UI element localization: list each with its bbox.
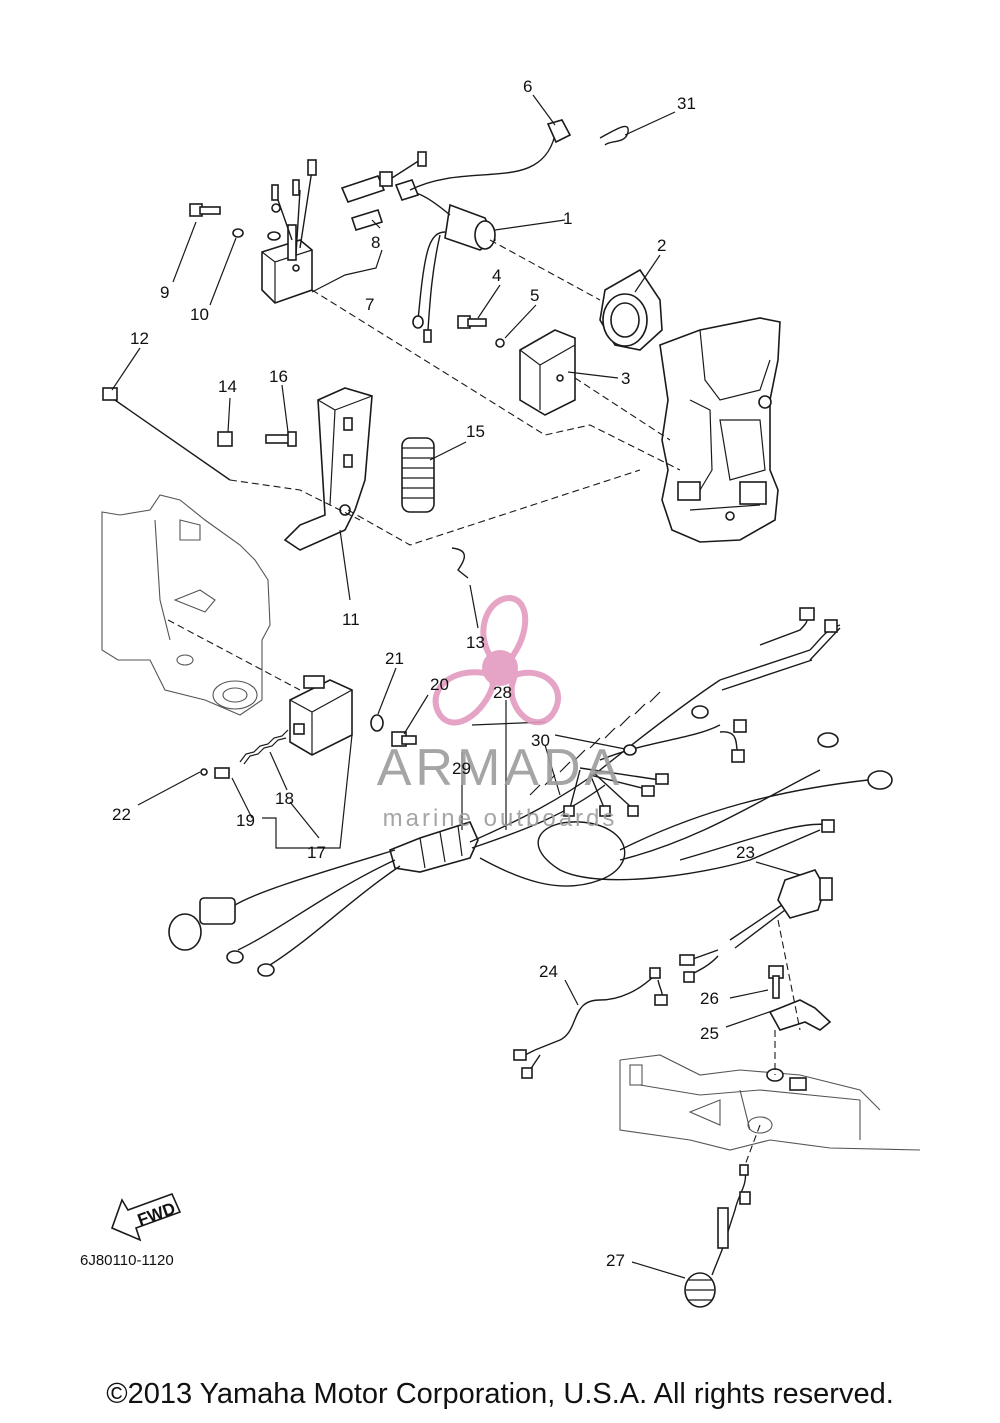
callout-3: 3 [621, 369, 630, 388]
drawing-code: 6J80110-1120 [80, 1252, 174, 1269]
callout-20: 20 [430, 675, 449, 694]
callout-17: 17 [307, 843, 326, 862]
main-wire-harness [168, 607, 893, 977]
propeller-logo [432, 594, 561, 726]
plate-bracket [519, 329, 576, 416]
callout-6: 6 [523, 77, 532, 96]
callout-1: 1 [563, 209, 572, 228]
fwd-label: FWD [135, 1199, 178, 1230]
assembly-lines [167, 239, 801, 1166]
switch-part [684, 1164, 751, 1308]
mounting-bracket [102, 387, 469, 579]
watermark-name: ARMADA [377, 739, 623, 797]
callout-23: 23 [736, 843, 755, 862]
callout-9: 9 [160, 283, 169, 302]
callout-19: 19 [236, 811, 255, 830]
callout-21: 21 [385, 649, 404, 668]
collar-part [599, 268, 663, 351]
callout-25: 25 [700, 1024, 719, 1043]
leader-lines [111, 94, 801, 1279]
watermark-tagline: marine outboards [383, 805, 618, 832]
callout-18: 18 [275, 789, 294, 808]
callout-labels: 1 2 3 4 5 6 7 8 9 10 11 12 13 14 15 16 1… [112, 77, 755, 1270]
bolt-and-washer-2 [457, 315, 505, 348]
solenoid-assembly [200, 675, 417, 779]
callout-24: 24 [539, 962, 558, 981]
callout-10: 10 [190, 305, 209, 324]
lower-bracket-outline [619, 1054, 921, 1151]
callout-11: 11 [342, 610, 360, 629]
forward-arrow: FWD [110, 1192, 182, 1242]
bolt-and-washer [189, 203, 244, 238]
callout-13: 13 [466, 633, 485, 652]
callout-2: 2 [657, 236, 666, 255]
callout-31: 31 [677, 94, 696, 113]
callout-30: 30 [531, 731, 550, 750]
callout-28: 28 [493, 683, 512, 702]
small-clip [599, 125, 629, 146]
sensor-assembly [513, 869, 833, 1079]
callout-5: 5 [530, 286, 539, 305]
callout-29: 29 [452, 759, 471, 778]
ignition-coil [394, 119, 572, 343]
callout-22: 22 [112, 805, 131, 824]
callout-26: 26 [700, 989, 719, 1008]
cdi-unit [261, 151, 427, 304]
callout-14: 14 [218, 377, 237, 396]
watermark: ARMADA marine outboards [377, 594, 623, 832]
callout-27: 27 [606, 1251, 625, 1270]
copyright-notice: ©2013 Yamaha Motor Corporation, U.S.A. A… [106, 1378, 894, 1410]
bracket-housing [659, 317, 781, 543]
callout-16: 16 [269, 367, 288, 386]
callout-15: 15 [466, 422, 485, 441]
callout-12: 12 [130, 329, 149, 348]
callout-7: 7 [365, 295, 374, 314]
callout-4: 4 [492, 266, 501, 285]
callout-8: 8 [371, 233, 380, 252]
engine-block-outline [101, 494, 271, 716]
